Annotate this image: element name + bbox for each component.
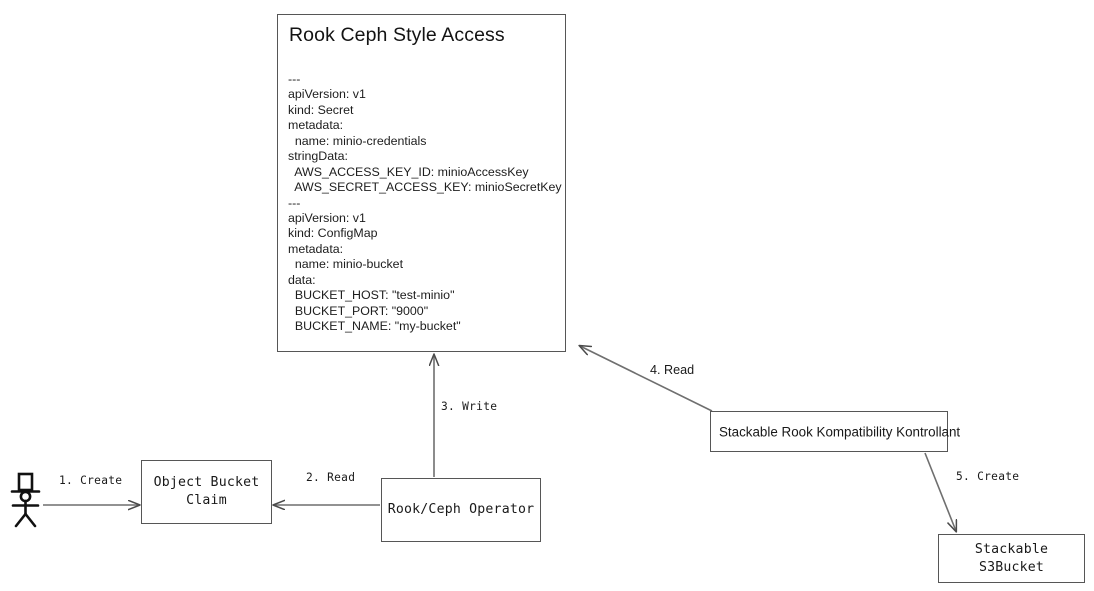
yaml-line: --- [288, 195, 301, 210]
yaml-line: kind: ConfigMap [288, 226, 378, 241]
yaml-line: BUCKET_NAME: "my-bucket" [288, 319, 461, 333]
yaml-line: BUCKET_PORT: "9000" [288, 303, 429, 318]
edge-label-5-create: 5. Create [956, 470, 1020, 483]
edge-4-read [580, 346, 713, 412]
user-stick-figure-icon [10, 472, 41, 528]
yaml-line: BUCKET_HOST: "test-minio" [288, 288, 455, 303]
node-object-bucket-claim[interactable]: Object Bucket Claim [141, 460, 272, 524]
node-stackable-rook-kompatibility-kontrollant[interactable]: Stackable Rook Kompatibility Kontrollant [710, 411, 961, 452]
yaml-line: stringData: [288, 149, 348, 164]
edge-5-create [924, 452, 956, 531]
node-rook-ceph-operator[interactable]: Rook/Ceph Operator [381, 478, 541, 542]
node-label: Rook/Ceph Operator [387, 502, 535, 517]
yaml-line: kind: Secret [288, 102, 354, 117]
yaml-line: AWS_ACCESS_KEY_ID: minioAccessKey [288, 164, 529, 179]
rook-ceph-style-access-card[interactable]: Rook Ceph Style Access ---apiVersion: v1… [277, 14, 566, 352]
yaml-line: --- [288, 72, 301, 86]
edge-label-2-read: 2. Read [306, 471, 356, 484]
yaml-line: metadata: [288, 118, 344, 133]
yaml-line: apiVersion: v1 [288, 210, 366, 225]
node-label: Stackable S3Bucket [974, 541, 1049, 575]
yaml-line: data: [288, 272, 316, 287]
edge-label-4-read: 4. Read [650, 363, 695, 377]
node-stackable-s3bucket[interactable]: Stackable S3Bucket [938, 534, 1085, 583]
card-title: Rook Ceph Style Access [289, 24, 505, 46]
edge-label-3-write: 3. Write [441, 400, 498, 413]
yaml-line: metadata: [288, 241, 344, 256]
yaml-line: AWS_SECRET_ACCESS_KEY: minioSecretKey [288, 180, 562, 195]
yaml-line: name: minio-credentials [288, 133, 427, 148]
node-label: Stackable Rook Kompatibility Kontrollant [719, 424, 961, 439]
yaml-line: name: minio-bucket [288, 257, 404, 272]
edge-label-1-create: 1. Create [59, 474, 123, 487]
node-label: Object Bucket Claim [153, 475, 260, 508]
yaml-line: apiVersion: v1 [288, 87, 366, 102]
